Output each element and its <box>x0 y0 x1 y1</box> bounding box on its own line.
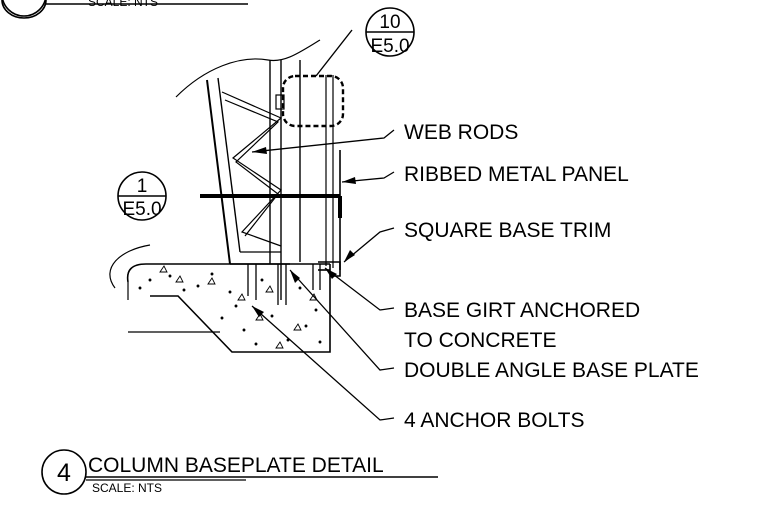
reference-top: 10 E5.0 <box>365 7 415 57</box>
callout-anchor-bolts: 4 ANCHOR BOLTS <box>404 409 585 432</box>
section-cut <box>200 194 342 218</box>
title-text: COLUMN BASEPLATE DETAIL <box>88 454 384 477</box>
title-scale: SCALE: NTS <box>92 481 162 495</box>
concrete-stipple <box>138 265 322 349</box>
anchor-bolts-graphic <box>247 264 321 305</box>
title-number: 4 <box>57 459 71 487</box>
leader-lines <box>251 129 395 421</box>
callout-ribbed-metal-panel: RIBBED METAL PANEL <box>404 163 629 186</box>
concrete-slab <box>126 263 331 353</box>
prior-scale-text: SCALE: NTS <box>88 0 158 9</box>
reference-left-sheet: E5.0 <box>122 199 161 220</box>
title-block: 4 COLUMN BASEPLATE DETAIL SCALE: NTS <box>41 449 438 495</box>
reference-left-number: 1 <box>137 176 148 197</box>
callout-web-rods: WEB RODS <box>404 121 518 144</box>
prior-detail-fragment: SCALE: NTS <box>1 0 248 19</box>
break-lines <box>109 39 321 289</box>
web-rods-graphic <box>221 91 283 247</box>
callout-double-angle: DOUBLE ANGLE BASE PLATE <box>404 359 699 382</box>
reference-top-number: 10 <box>379 12 400 33</box>
reference-left: 1 E5.0 <box>117 171 167 221</box>
callout-square-base-trim: SQUARE BASE TRIM <box>404 219 611 242</box>
column-frame <box>206 60 290 300</box>
callout-base-girt-line2: TO CONCRETE <box>404 329 556 352</box>
leader-arrowheads <box>252 147 356 317</box>
callout-base-girt-line1: BASE GIRT ANCHORED <box>404 299 640 322</box>
reference-top-sheet: E5.0 <box>370 36 409 57</box>
wall-panel-lines <box>275 60 341 270</box>
detail-10-bubble <box>281 74 345 128</box>
